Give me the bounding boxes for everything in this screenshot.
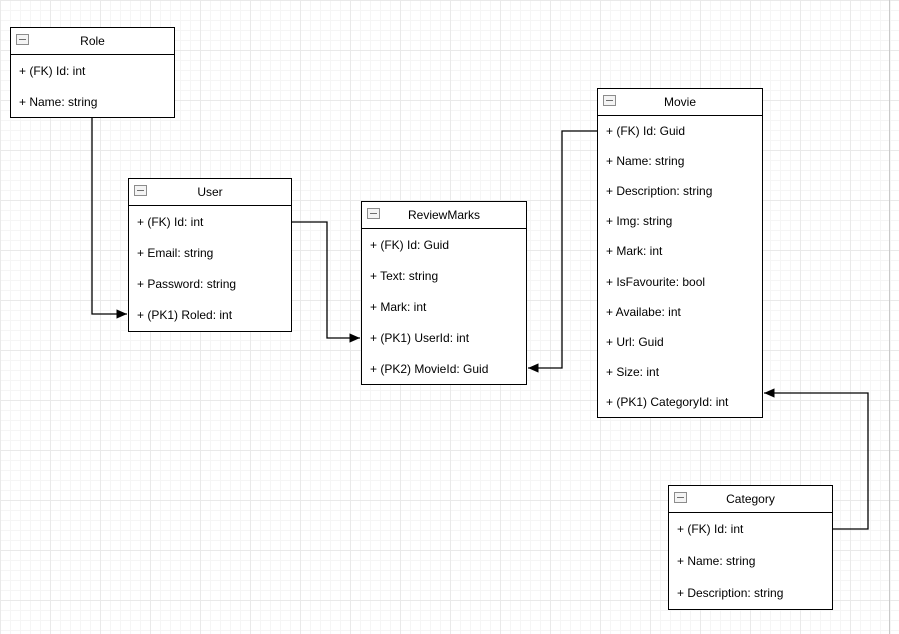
entity-field: + Size: int	[606, 364, 660, 379]
collapse-icon[interactable]	[367, 208, 380, 219]
entity-field: + (FK) Id: int	[677, 522, 744, 536]
connector-movie-to-reviewmarks[interactable]	[528, 130, 597, 373]
entity-role-header: Role	[11, 28, 174, 55]
entity-field: + Description: string	[606, 184, 713, 199]
collapse-icon[interactable]	[134, 185, 147, 196]
entity-field: + Mark: int	[370, 299, 427, 314]
entity-field: + Password: string	[137, 277, 237, 292]
entity-title: Role	[80, 34, 105, 48]
entity-field: + Name: string	[677, 554, 756, 568]
entity-field: + (FK) Id: int	[137, 214, 204, 229]
entity-title: ReviewMarks	[407, 208, 480, 222]
entity-field: + Availabe: int	[606, 304, 681, 319]
entity-field: + (FK) Id: Guid	[370, 237, 450, 252]
collapse-icon[interactable]	[674, 492, 687, 503]
entity-user[interactable]: User + (FK) Id: int + Email: string + Pass…	[128, 178, 292, 332]
collapse-icon[interactable]	[603, 95, 616, 106]
entity-field: + (PK1) CategoryId: int	[606, 394, 729, 409]
entity-role[interactable]: Role + (FK) Id: int + Name: string	[10, 27, 175, 118]
entity-field: + Name: string	[19, 94, 98, 109]
entity-field: + IsFavourite: bool	[606, 274, 706, 289]
entity-category[interactable]: Category + (FK) Id: int + Name: string + D…	[668, 485, 833, 610]
entity-category-fields: + (FK) Id: int + Name: string + Descriptio…	[669, 513, 832, 609]
entity-field: + (FK) Id: int	[19, 63, 86, 78]
entity-reviewmarks-header: ReviewMarks	[362, 202, 526, 229]
entity-field: + (PK1) UserId: int	[370, 330, 470, 345]
entity-title: Movie	[663, 95, 696, 109]
entity-field: + Mark: int	[606, 244, 663, 259]
entity-field: + (FK) Id: Guid	[606, 124, 686, 139]
entity-movie[interactable]: Movie + (FK) Id: Guid + Name: string + Des…	[597, 88, 763, 418]
entity-title: Category	[726, 492, 775, 506]
entity-category-header: Category	[669, 486, 832, 513]
entity-field: + Email: string	[137, 245, 214, 260]
connector-user-to-reviewmarks[interactable]	[292, 221, 360, 343]
collapse-icon[interactable]	[16, 34, 29, 45]
entity-field: + (PK2) MovieId: Guid	[370, 361, 489, 376]
entity-field: + (PK1) Roled: int	[137, 308, 233, 323]
entity-user-header: User	[129, 179, 291, 206]
entity-title: User	[197, 185, 223, 199]
entity-movie-header: Movie	[598, 89, 762, 116]
entity-user-fields: + (FK) Id: int + Email: string + Password:…	[129, 206, 291, 331]
entity-field: + Name: string	[606, 154, 685, 169]
entity-field: + Img: string	[606, 214, 673, 229]
entity-field: + Url: Guid	[606, 334, 664, 349]
entity-field: + Description: string	[677, 586, 784, 600]
entity-movie-fields: + (FK) Id: Guid + Name: string + Descripti…	[598, 116, 762, 417]
connector-role-to-user[interactable]	[91, 118, 127, 319]
entity-reviewmarks-fields: + (FK) Id: Guid + Text: string + Mark: int…	[362, 229, 526, 384]
page-boundary-line	[889, 0, 890, 634]
entity-role-fields: + (FK) Id: int + Name: string	[11, 55, 174, 117]
entity-field: + Text: string	[370, 268, 439, 283]
entity-reviewmarks[interactable]: ReviewMarks + (FK) Id: Guid + Text: strin…	[361, 201, 527, 385]
